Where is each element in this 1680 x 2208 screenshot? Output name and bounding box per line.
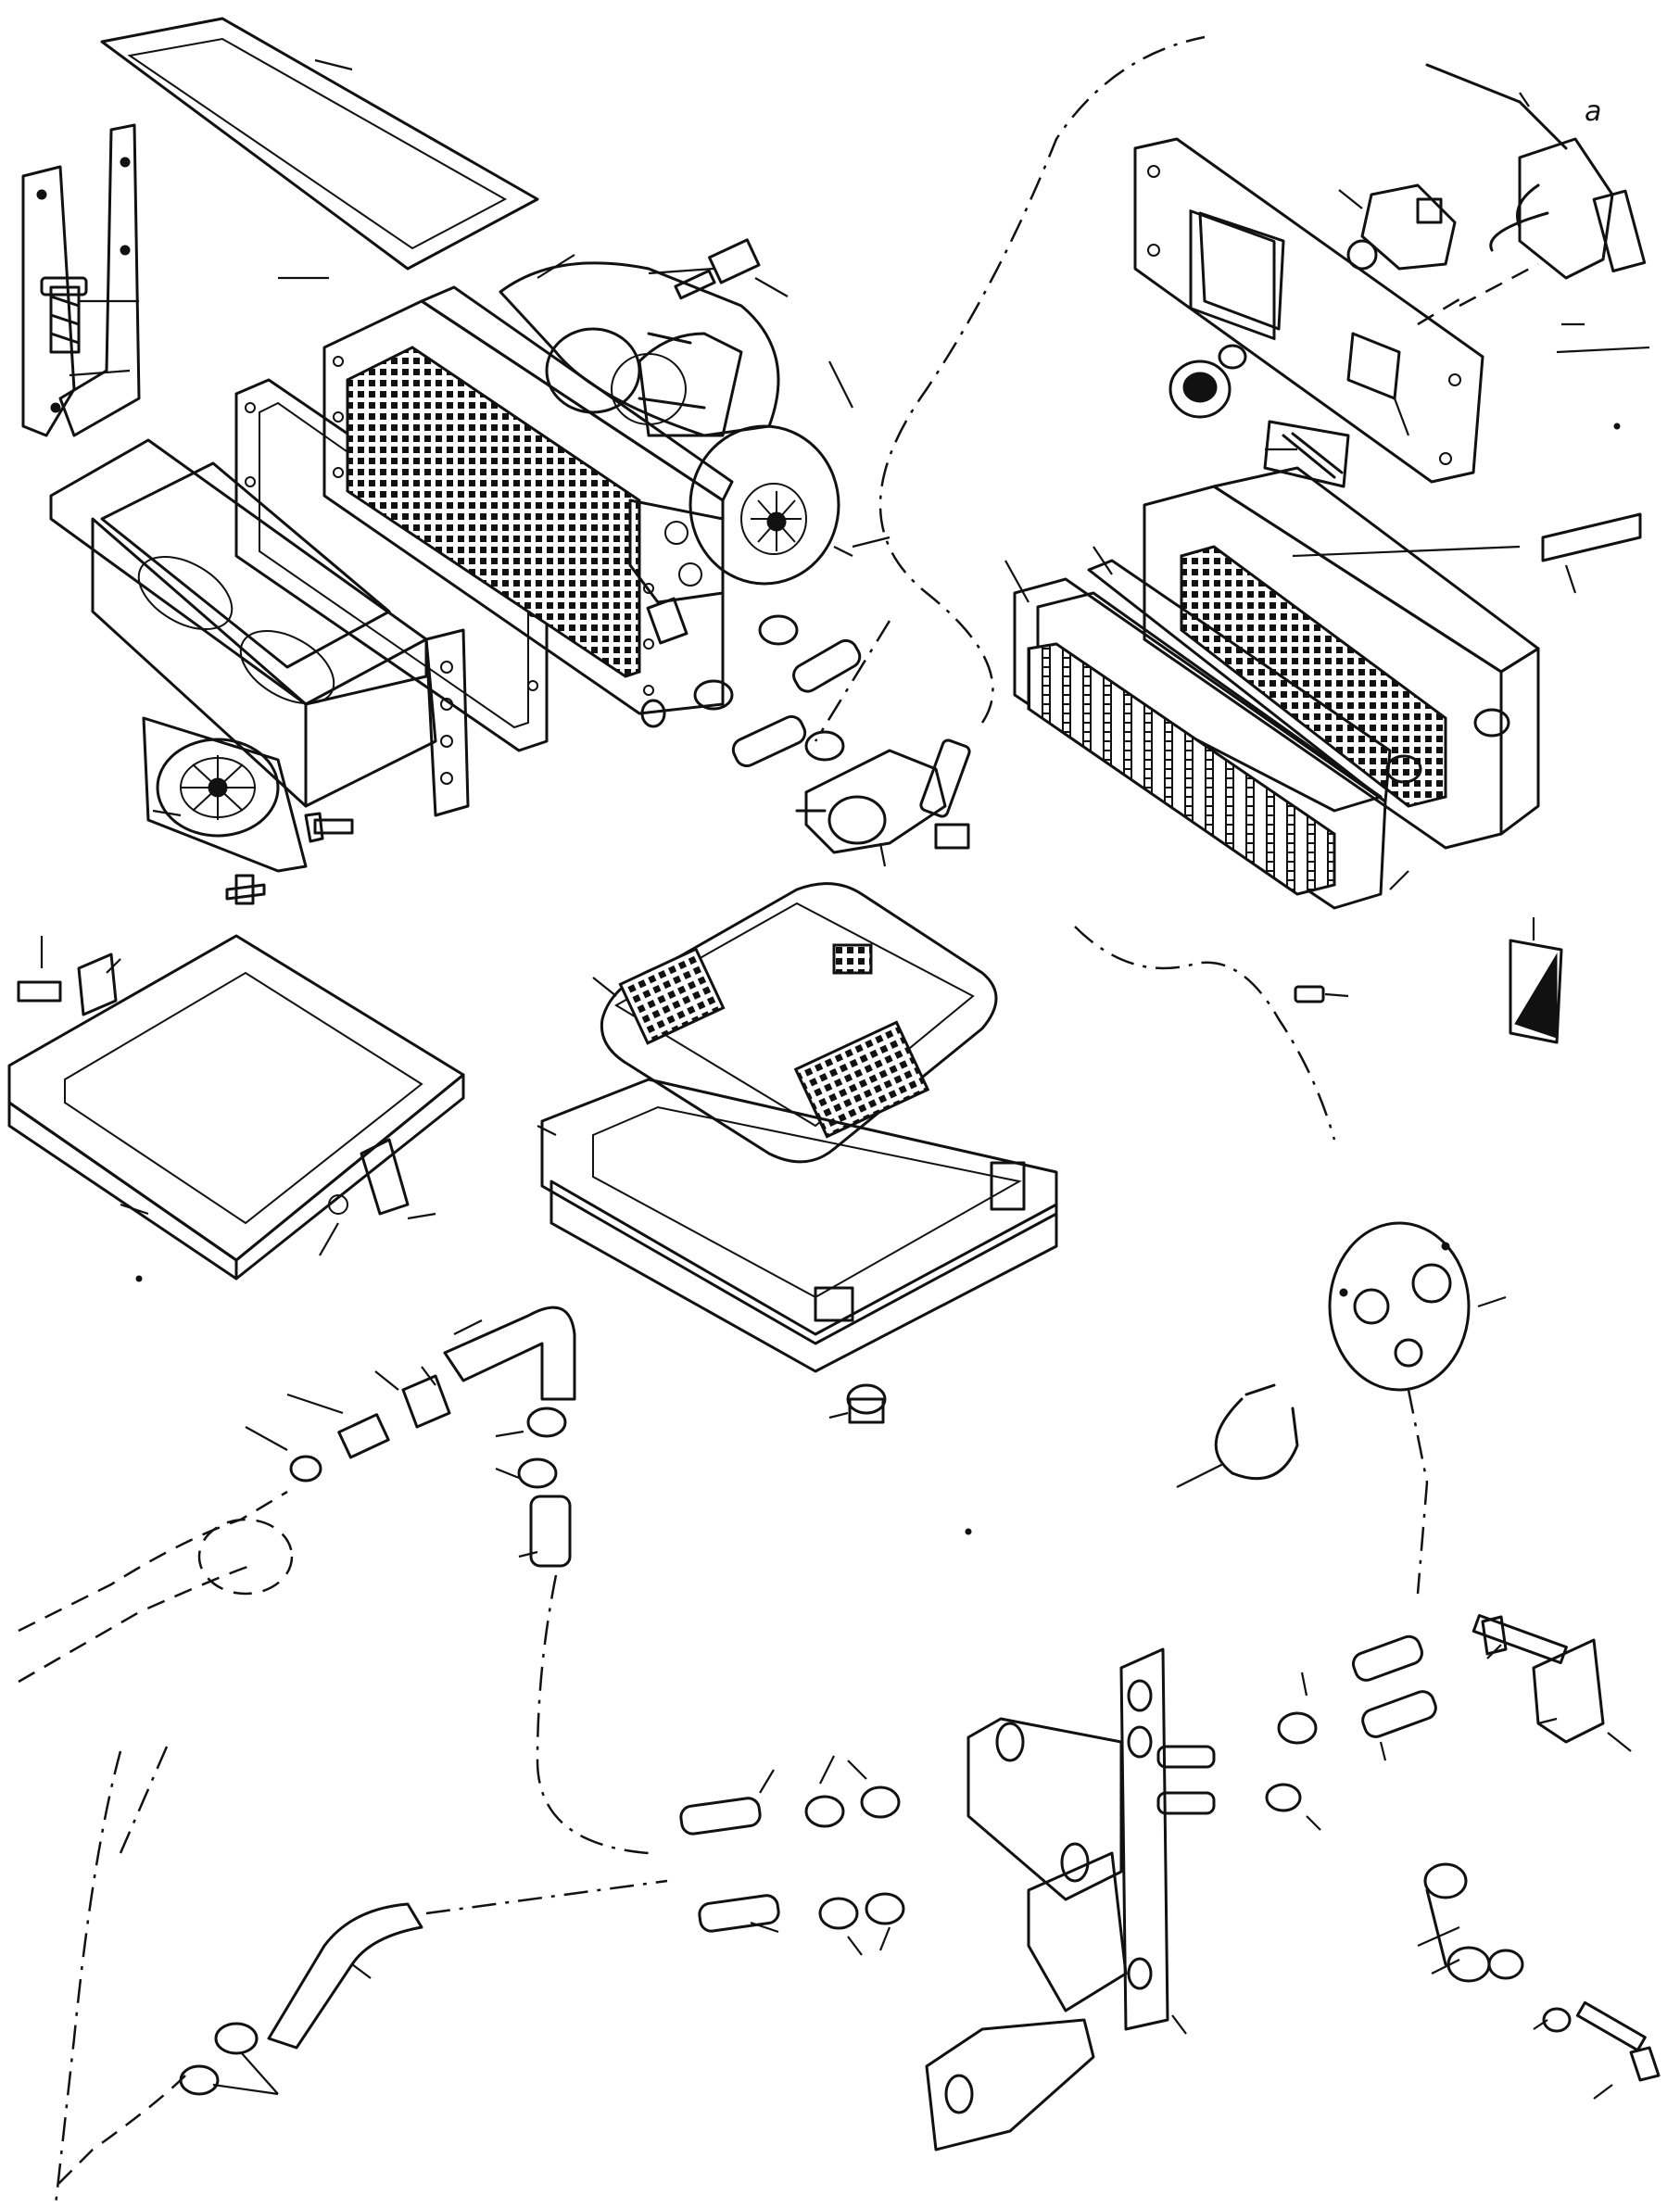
gasket-top bbox=[100, 17, 539, 271]
resistor-harness bbox=[1425, 63, 1647, 280]
strap-clamp bbox=[1214, 1383, 1299, 1481]
annotation-label: a bbox=[1585, 95, 1601, 128]
hose-elbow bbox=[267, 1902, 423, 2050]
hoses bbox=[679, 1634, 1437, 1933]
hose-clamps bbox=[179, 2022, 259, 2096]
fan-motor-housing bbox=[499, 261, 840, 586]
bolts-and-washers bbox=[1472, 1614, 1661, 2082]
filter-housing-cover bbox=[600, 882, 998, 1164]
engine-mounting-bracket bbox=[925, 1647, 1216, 2151]
louvre-grille bbox=[1013, 559, 1392, 910]
filter-clip bbox=[17, 953, 410, 1216]
heater-unit-right bbox=[1143, 466, 1540, 850]
hose-clamps bbox=[517, 1407, 572, 1568]
hose-elbow bbox=[443, 1306, 576, 1401]
plug-cap bbox=[846, 1383, 887, 1424]
control-knob bbox=[1168, 344, 1247, 419]
filter-housing-base bbox=[540, 1078, 1058, 1373]
union-fitting bbox=[289, 1374, 451, 1483]
section-mark bbox=[1509, 917, 1563, 1044]
hose-clamps bbox=[804, 1711, 1318, 1930]
connector-plug bbox=[674, 238, 761, 300]
bolt bbox=[225, 874, 266, 905]
motor-bracket bbox=[628, 498, 725, 645]
bolt bbox=[304, 812, 354, 843]
toggle-switch bbox=[1338, 183, 1457, 271]
bolt bbox=[1294, 985, 1349, 1003]
warning-decal bbox=[1263, 420, 1350, 488]
heater-core-mesh-panel bbox=[322, 285, 734, 715]
hose-clamps bbox=[640, 614, 845, 762]
air-filter-tray bbox=[7, 934, 465, 1281]
hoses bbox=[731, 638, 862, 768]
flange-plate bbox=[1328, 1221, 1471, 1392]
control-panel-plate bbox=[1133, 137, 1484, 484]
air-duct-box bbox=[49, 438, 470, 817]
fan-outlet bbox=[142, 716, 308, 873]
water-valve bbox=[795, 738, 971, 854]
filter-pad bbox=[1541, 512, 1642, 562]
mounting-bracket-left bbox=[21, 123, 141, 437]
gasket-frame bbox=[234, 378, 549, 752]
shutoff-tap-assembly bbox=[1423, 1862, 1524, 1983]
